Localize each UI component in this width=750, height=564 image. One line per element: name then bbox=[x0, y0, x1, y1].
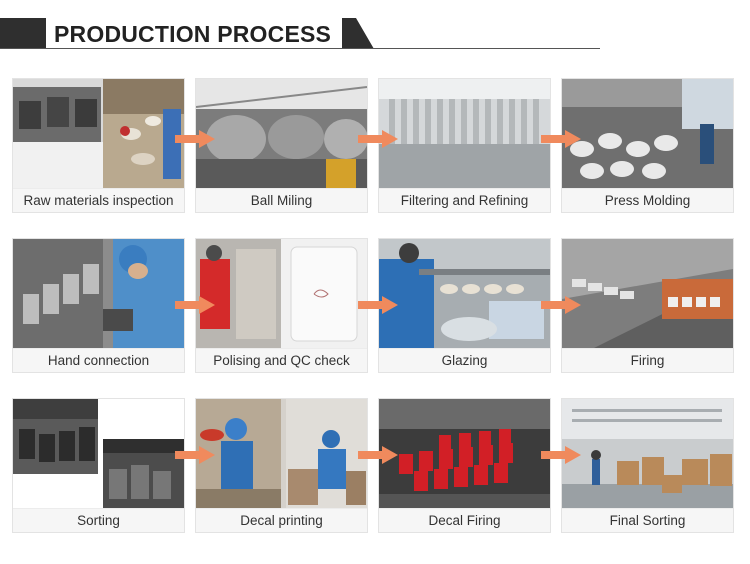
step-photo bbox=[196, 239, 367, 349]
arrow-right-icon bbox=[358, 446, 398, 464]
step-card-filtering: Filtering and Refining bbox=[378, 78, 551, 213]
step-label: Polising and QC check bbox=[196, 348, 367, 372]
arrow-right-icon bbox=[541, 130, 581, 148]
step-card-sorting: Sorting bbox=[12, 398, 185, 533]
step-label: Filtering and Refining bbox=[379, 188, 550, 212]
step-card-press-molding: Press Molding bbox=[561, 78, 734, 213]
step-photo bbox=[562, 239, 733, 349]
step-photo bbox=[379, 79, 550, 189]
step-card-raw-materials: Raw materials inspection bbox=[12, 78, 185, 213]
step-card-polishing: Polising and QC check bbox=[195, 238, 368, 373]
step-photo bbox=[196, 79, 367, 189]
step-card-decal-firing: Decal Firing bbox=[378, 398, 551, 533]
step-card-decal-printing: Decal printing bbox=[195, 398, 368, 533]
step-card-ball-milling: Ball Miling bbox=[195, 78, 368, 213]
arrow-right-icon bbox=[175, 130, 215, 148]
step-card-hand-connection: Hand connection bbox=[12, 238, 185, 373]
arrow-right-icon bbox=[358, 296, 398, 314]
arrow-right-icon bbox=[541, 296, 581, 314]
step-photo bbox=[379, 239, 550, 349]
step-label: Firing bbox=[562, 348, 733, 372]
step-photo bbox=[13, 239, 184, 349]
arrow-right-icon bbox=[175, 446, 215, 464]
step-label: Hand connection bbox=[13, 348, 184, 372]
step-label: Final Sorting bbox=[562, 508, 733, 532]
step-photo bbox=[13, 79, 184, 189]
step-photo bbox=[562, 79, 733, 189]
step-label: Glazing bbox=[379, 348, 550, 372]
header-underline bbox=[0, 48, 600, 49]
step-label: Decal printing bbox=[196, 508, 367, 532]
step-label: Ball Miling bbox=[196, 188, 367, 212]
step-label: Decal Firing bbox=[379, 508, 550, 532]
step-photo bbox=[13, 399, 184, 509]
step-photo bbox=[562, 399, 733, 509]
step-photo bbox=[196, 399, 367, 509]
step-card-firing: Firing bbox=[561, 238, 734, 373]
header-right-wedge bbox=[342, 18, 374, 49]
page-title: PRODUCTION PROCESS bbox=[54, 21, 332, 47]
header-left-block bbox=[0, 18, 46, 49]
step-photo bbox=[379, 399, 550, 509]
step-label: Sorting bbox=[13, 508, 184, 532]
arrow-right-icon bbox=[541, 446, 581, 464]
arrow-right-icon bbox=[358, 130, 398, 148]
step-label: Press Molding bbox=[562, 188, 733, 212]
step-card-glazing: Glazing bbox=[378, 238, 551, 373]
arrow-right-icon bbox=[175, 296, 215, 314]
step-card-final-sorting: Final Sorting bbox=[561, 398, 734, 533]
step-label: Raw materials inspection bbox=[13, 188, 184, 212]
